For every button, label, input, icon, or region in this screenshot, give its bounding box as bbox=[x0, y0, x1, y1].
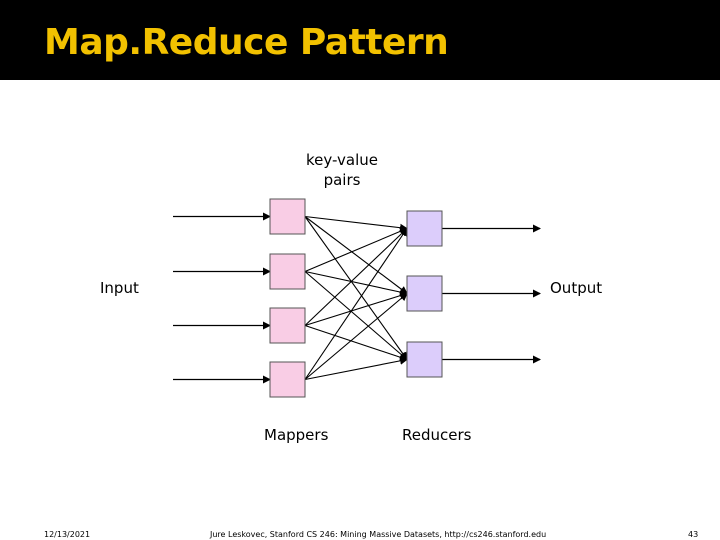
shuffle-edge bbox=[304, 270, 408, 296]
shuffle-edge bbox=[304, 227, 408, 380]
key-value-pairs-label: key-value pairs bbox=[300, 150, 384, 190]
key-value-line: key-value bbox=[306, 151, 378, 169]
mapper-box bbox=[269, 307, 306, 344]
title-bar bbox=[0, 0, 720, 80]
shuffle-edge bbox=[304, 215, 408, 232]
input-arrows bbox=[173, 212, 271, 384]
mapper-box bbox=[269, 361, 306, 398]
mapper-box bbox=[269, 253, 306, 290]
shuffle-edge bbox=[304, 227, 408, 273]
shuffle-edge bbox=[304, 271, 408, 361]
footer-date: 12/13/2021 bbox=[44, 530, 91, 539]
mapper-boxes bbox=[269, 198, 306, 398]
reducer-boxes bbox=[406, 210, 443, 378]
shuffle-edge bbox=[304, 292, 408, 380]
page-number: 43 bbox=[688, 530, 699, 539]
slide-title: Map.Reduce Pattern bbox=[44, 22, 449, 63]
shuffle-edge bbox=[304, 216, 408, 295]
shuffle-edge bbox=[304, 216, 408, 361]
reducers-label: Reducers bbox=[402, 426, 472, 444]
mapper-box bbox=[269, 198, 306, 235]
shuffle-edge bbox=[304, 227, 408, 326]
shuffle-edges bbox=[304, 215, 408, 381]
shuffle-edge bbox=[304, 324, 408, 362]
output-label: Output bbox=[550, 279, 603, 297]
reducer-box bbox=[406, 341, 443, 378]
shuffle-edge bbox=[304, 291, 408, 327]
reducer-box bbox=[406, 275, 443, 312]
pairs-line: pairs bbox=[323, 171, 361, 189]
reducer-box bbox=[406, 210, 443, 247]
input-label: Input bbox=[100, 279, 139, 297]
output-arrows bbox=[442, 224, 541, 364]
shuffle-edge bbox=[304, 356, 408, 381]
mappers-label: Mappers bbox=[264, 426, 329, 444]
footer-credit: Jure Leskovec, Stanford CS 246: Mining M… bbox=[210, 530, 547, 539]
